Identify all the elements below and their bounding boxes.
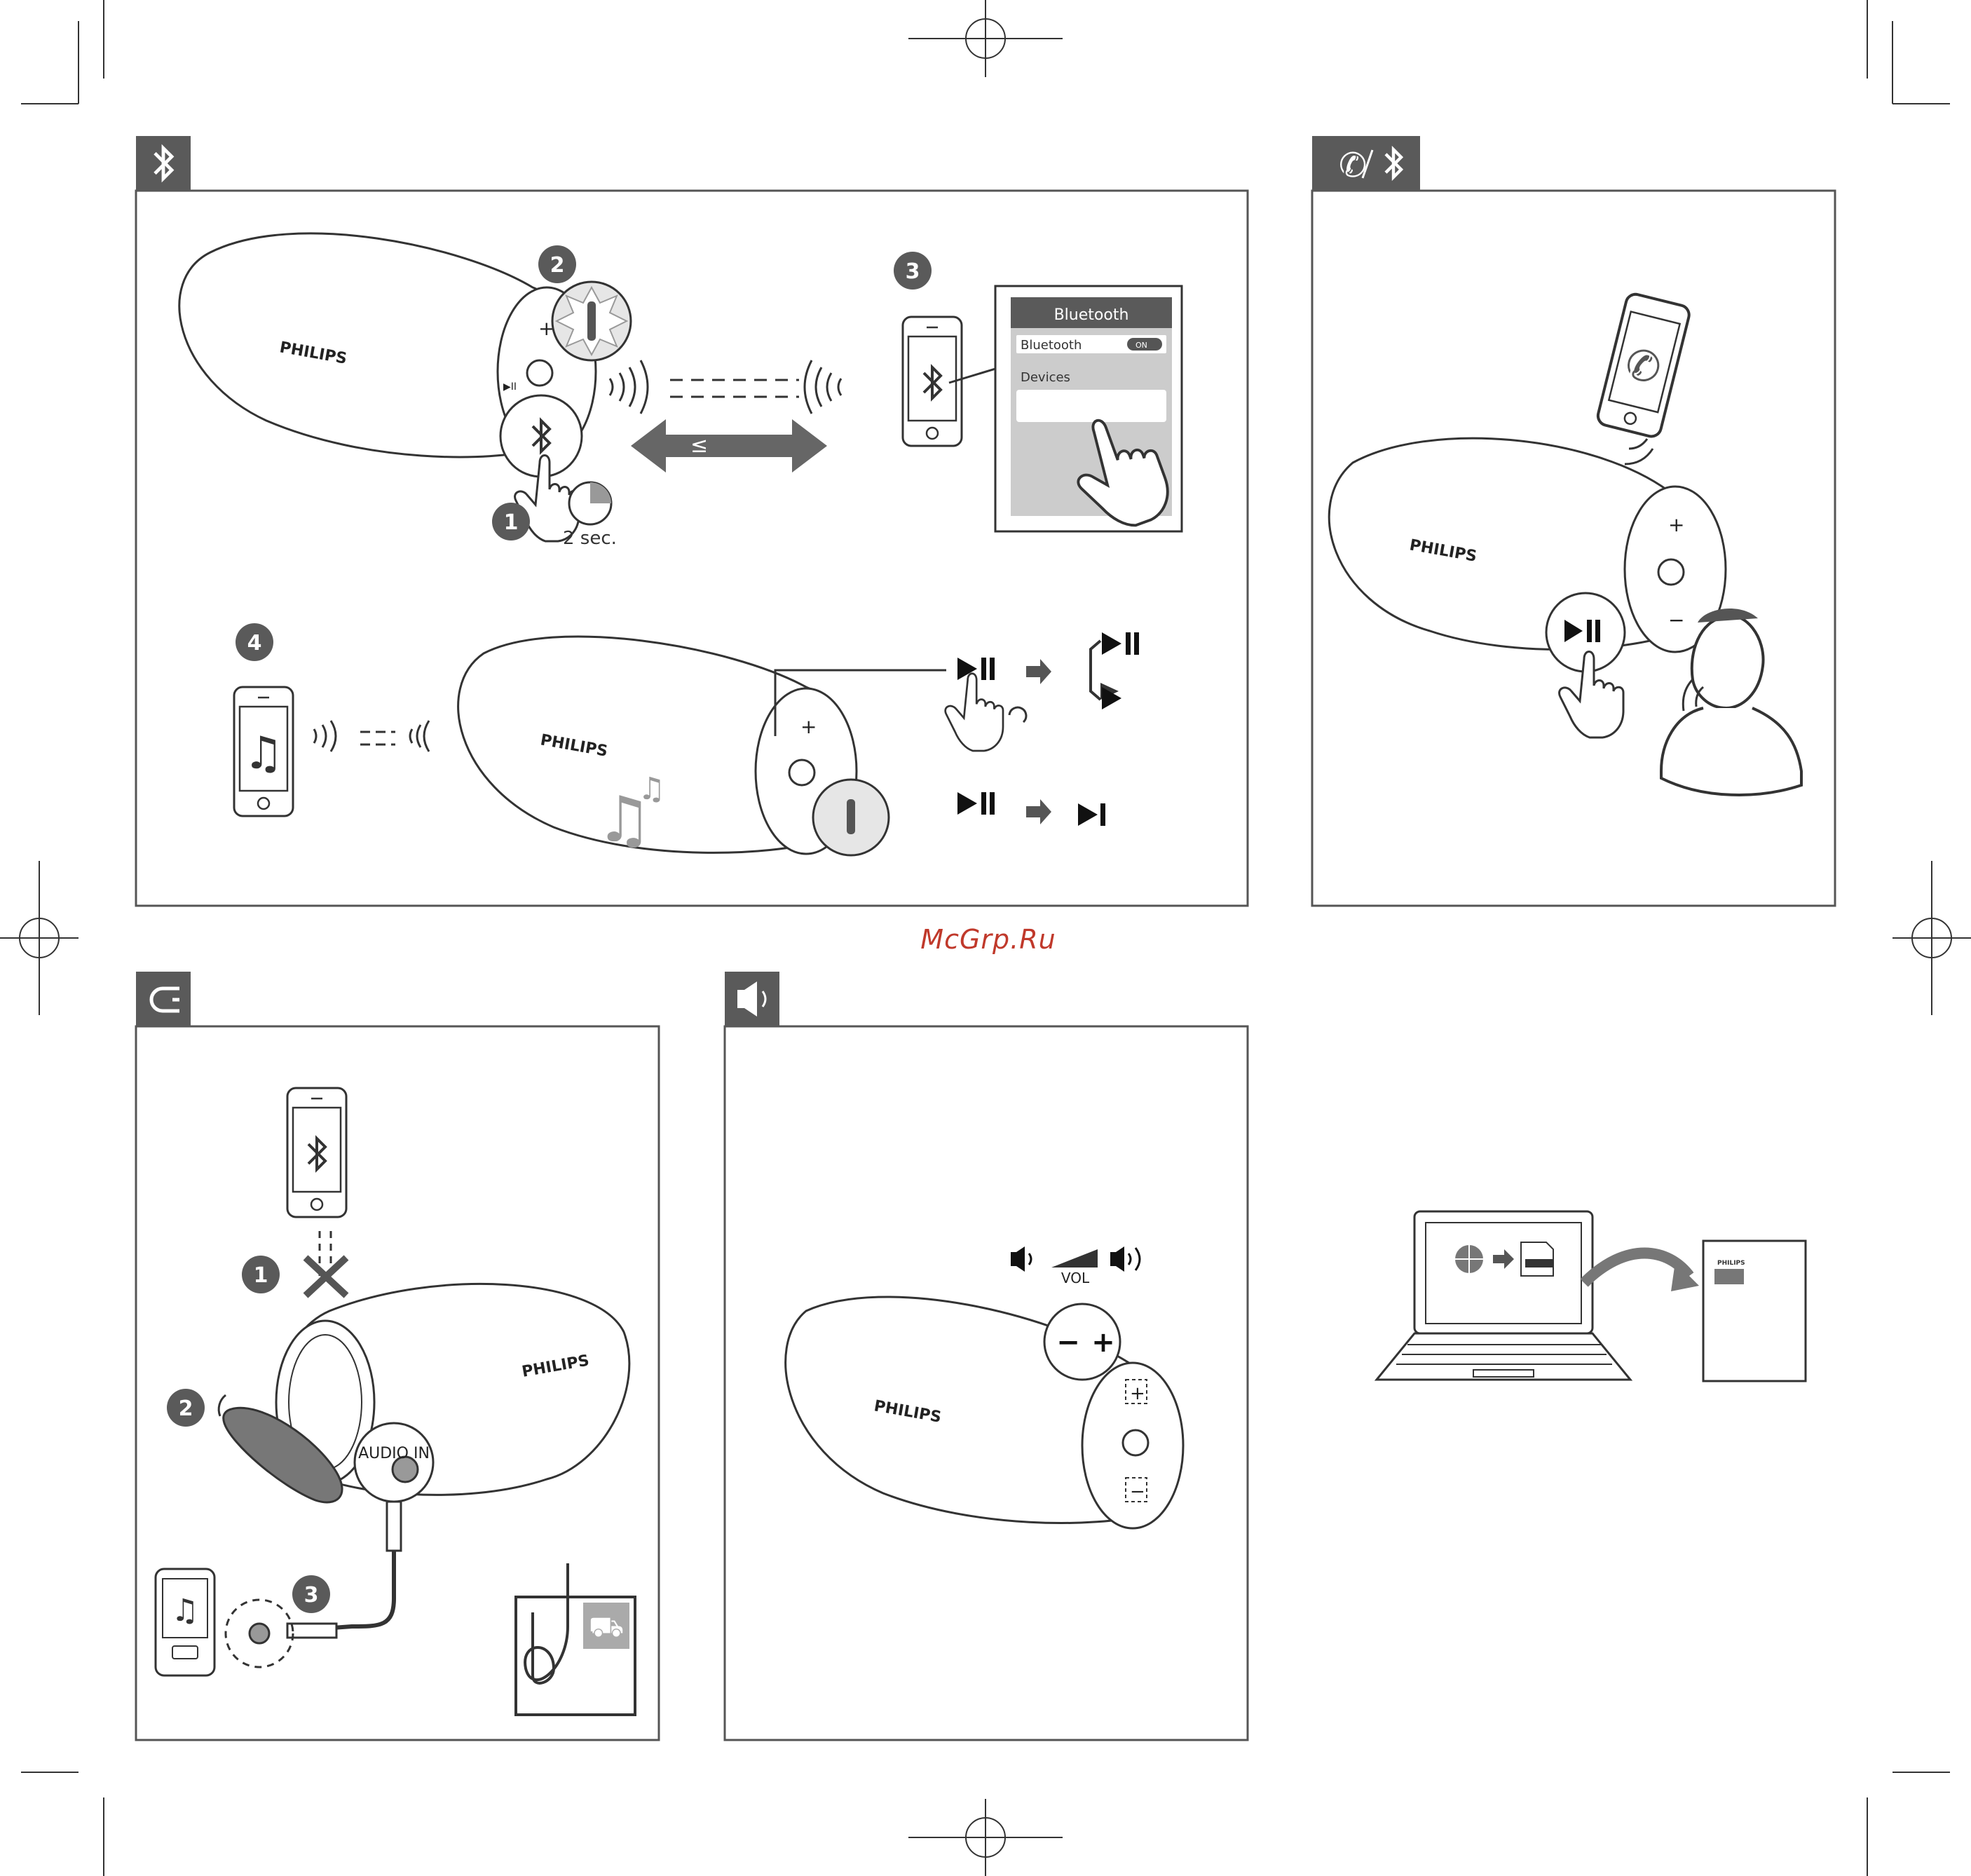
svg-text:1: 1: [504, 510, 519, 535]
panel-call: ✆ ✆ PHILIPS + −: [1312, 136, 1835, 906]
arrow-icon: [1026, 659, 1051, 684]
play-pause-twice: [957, 792, 1105, 826]
next-track-icon: [1078, 803, 1098, 826]
svg-text:ON: ON: [1135, 341, 1147, 350]
disconnect-x-icon: [306, 1258, 346, 1296]
speaker-illustration: PHILIPS + −: [786, 1297, 1183, 1528]
media-player-icon: ♫: [156, 1569, 214, 1676]
signal-waves: [610, 360, 841, 414]
step-badge: 3: [292, 1575, 330, 1613]
download-manual-illustration: PHILIPS: [1377, 1211, 1806, 1381]
bluetooth-toggle-label: Bluetooth: [1021, 338, 1082, 353]
svg-text:−: −: [1130, 1481, 1145, 1502]
svg-text:+: +: [1130, 1383, 1145, 1404]
touchpad: [1473, 1370, 1534, 1377]
shopping-cart-icon: ⛟: [589, 1611, 624, 1643]
panel-audio-in: 1 PHILIPS 2 AUDIO IN 3 ♫ ⛟: [136, 972, 659, 1740]
svg-text:PHILIPS: PHILIPS: [1717, 1260, 1745, 1267]
music-note-small-icon: ♫: [638, 771, 665, 807]
step-badge: 3: [894, 252, 932, 290]
distance-arrow: [631, 419, 827, 473]
led-indicator: [847, 799, 855, 834]
svg-text:+: +: [1091, 1326, 1115, 1359]
svg-text:+: +: [800, 715, 817, 738]
svg-text:3: 3: [906, 259, 920, 284]
settings-header: Bluetooth: [1054, 306, 1129, 324]
step-badge: 2: [167, 1389, 205, 1427]
volume-scale: VOL: [1011, 1246, 1140, 1286]
svg-text:1: 1: [254, 1263, 268, 1288]
signal-waves: [314, 721, 429, 752]
svg-text:4: 4: [247, 631, 262, 655]
speaker-illustration: PHILIPS +: [458, 637, 857, 854]
svg-text:−: −: [1668, 609, 1684, 632]
distance-symbol: ≤: [690, 433, 708, 458]
speaker-illustration: PHILIPS + −: [1329, 438, 1726, 652]
device-list-item[interactable]: [1016, 390, 1166, 422]
cable-accessory-box: ⛟: [516, 1563, 635, 1715]
step-badge: 1: [242, 1256, 280, 1293]
play-pause-label: ▶II: [503, 381, 517, 393]
step-badge: 1: [492, 503, 530, 541]
step-badge: 4: [236, 623, 273, 661]
watermark: McGrp.Ru: [918, 924, 1058, 955]
led-indicator: [587, 301, 596, 341]
svg-text:2: 2: [550, 253, 565, 278]
step-badge: 2: [538, 245, 576, 283]
vol-label: VOL: [1061, 1270, 1090, 1286]
ringing-phone-icon: ✆: [1596, 292, 1691, 439]
repeat-icon: [1009, 707, 1026, 722]
svg-text:2: 2: [179, 1396, 193, 1421]
panel-bluetooth-pairing: PHILIPS + ▶II 2 sec. 2 1 3 ≤: [136, 136, 1248, 906]
svg-text:♫: ♫: [171, 1593, 198, 1629]
svg-text:✆: ✆: [1339, 146, 1367, 185]
svg-text:3: 3: [304, 1583, 319, 1607]
devices-label: Devices: [1021, 370, 1070, 385]
svg-text:+: +: [1668, 513, 1684, 536]
arrow-icon: [1026, 799, 1051, 824]
play-pause-once: [946, 632, 1139, 751]
svg-text:−: −: [1056, 1326, 1080, 1359]
music-note-icon: ♫: [243, 728, 283, 780]
panel-volume: VOL PHILIPS + − − +: [725, 972, 1248, 1740]
audio-in-label: AUDIO IN: [358, 1445, 430, 1462]
hold-time-label: 2 sec.: [563, 528, 617, 549]
